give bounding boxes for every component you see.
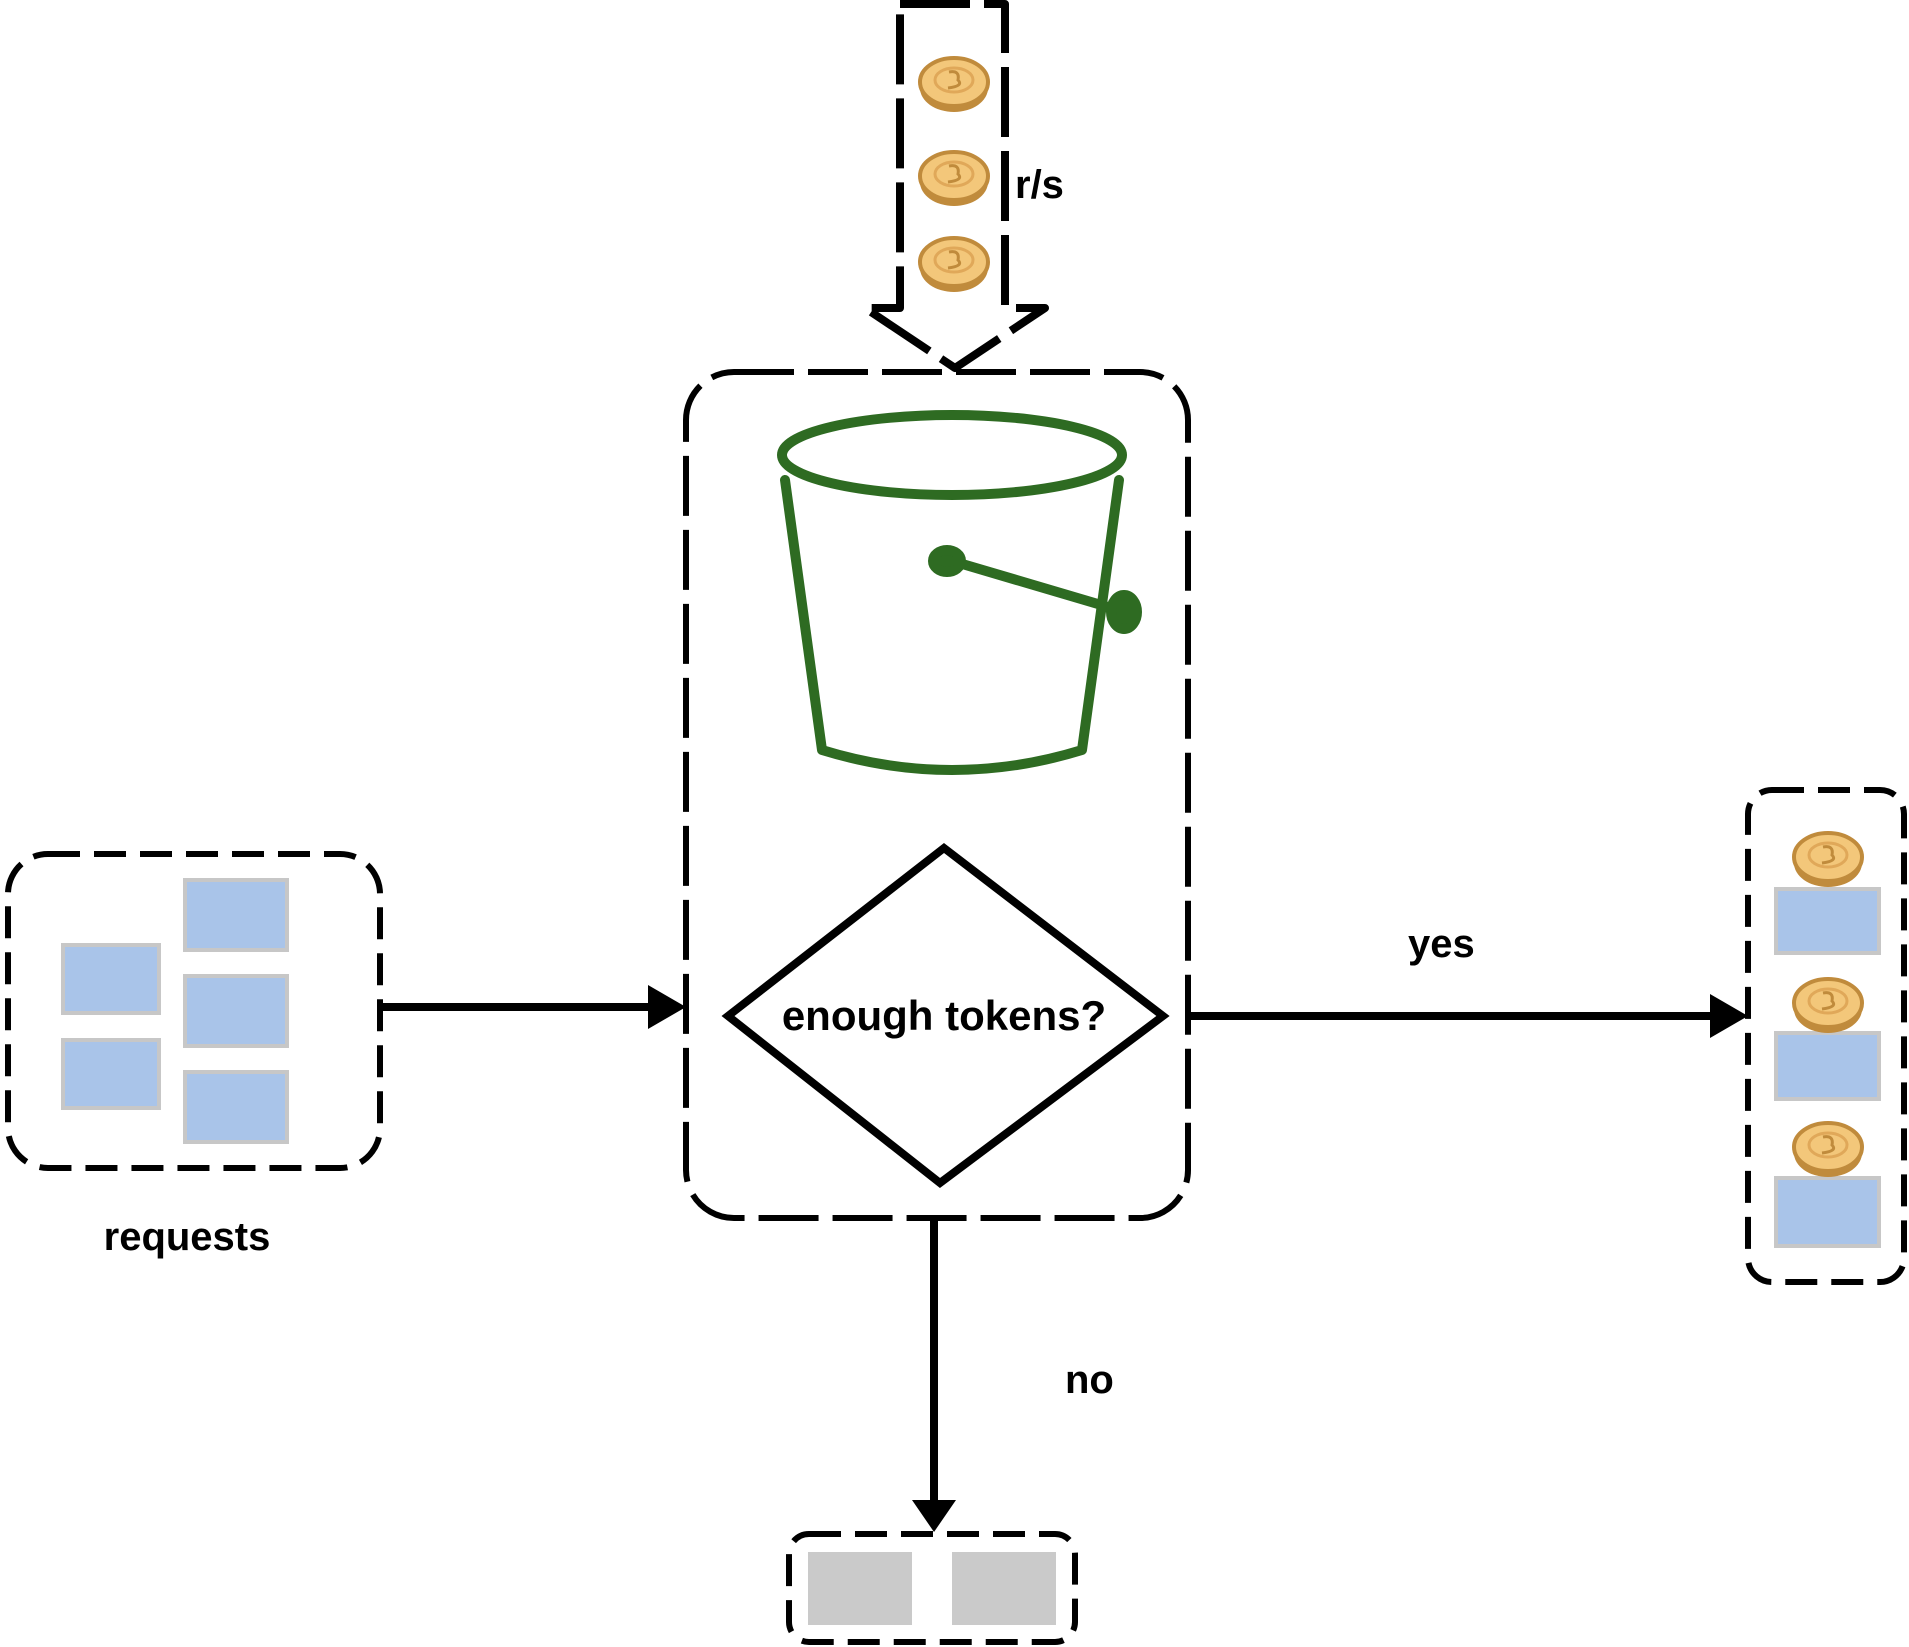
- accepted-requests: [1745, 787, 1907, 1285]
- bucket-icon: [777, 410, 1142, 775]
- dropped-request-icon: [952, 1552, 1056, 1625]
- request-block-icon: [183, 1070, 289, 1144]
- decision-diamond: enough tokens?: [721, 842, 1170, 1189]
- dropped-requests: [786, 1531, 1078, 1645]
- coin-icon: [918, 150, 990, 208]
- coin-icon: [918, 236, 990, 294]
- request-block-icon: [61, 1038, 161, 1110]
- coin-icon: [1792, 977, 1864, 1035]
- request-block-icon: [1774, 1176, 1881, 1248]
- condition-label: enough tokens?: [782, 992, 1106, 1039]
- request-block-icon: [183, 878, 289, 952]
- request-block-icon: [183, 974, 289, 1048]
- yes-label: yes: [1408, 922, 1475, 966]
- request-block-icon: [1774, 1031, 1881, 1101]
- dropped-flow-arrow: no: [912, 1218, 1114, 1532]
- dropped-request-icon: [808, 1552, 912, 1625]
- requests-container: [5, 851, 383, 1171]
- incoming-requests: requests: [5, 851, 383, 1259]
- coin-icon: [1792, 831, 1864, 889]
- coin-icon: [1792, 1121, 1864, 1179]
- coin-icon: [918, 56, 990, 114]
- request-flow-arrow: [383, 985, 686, 1029]
- token-refill-rate-label: r/s: [1015, 163, 1064, 207]
- accepted-flow-arrow: yes: [1188, 922, 1748, 1038]
- accepted-container: [1745, 787, 1907, 1285]
- dropped-container: [786, 1531, 1078, 1645]
- request-block-icon: [1774, 887, 1881, 955]
- token-feed: r/s: [861, 0, 1064, 372]
- requests-label: requests: [104, 1215, 271, 1259]
- request-block-icon: [61, 943, 161, 1015]
- no-label: no: [1065, 1358, 1114, 1402]
